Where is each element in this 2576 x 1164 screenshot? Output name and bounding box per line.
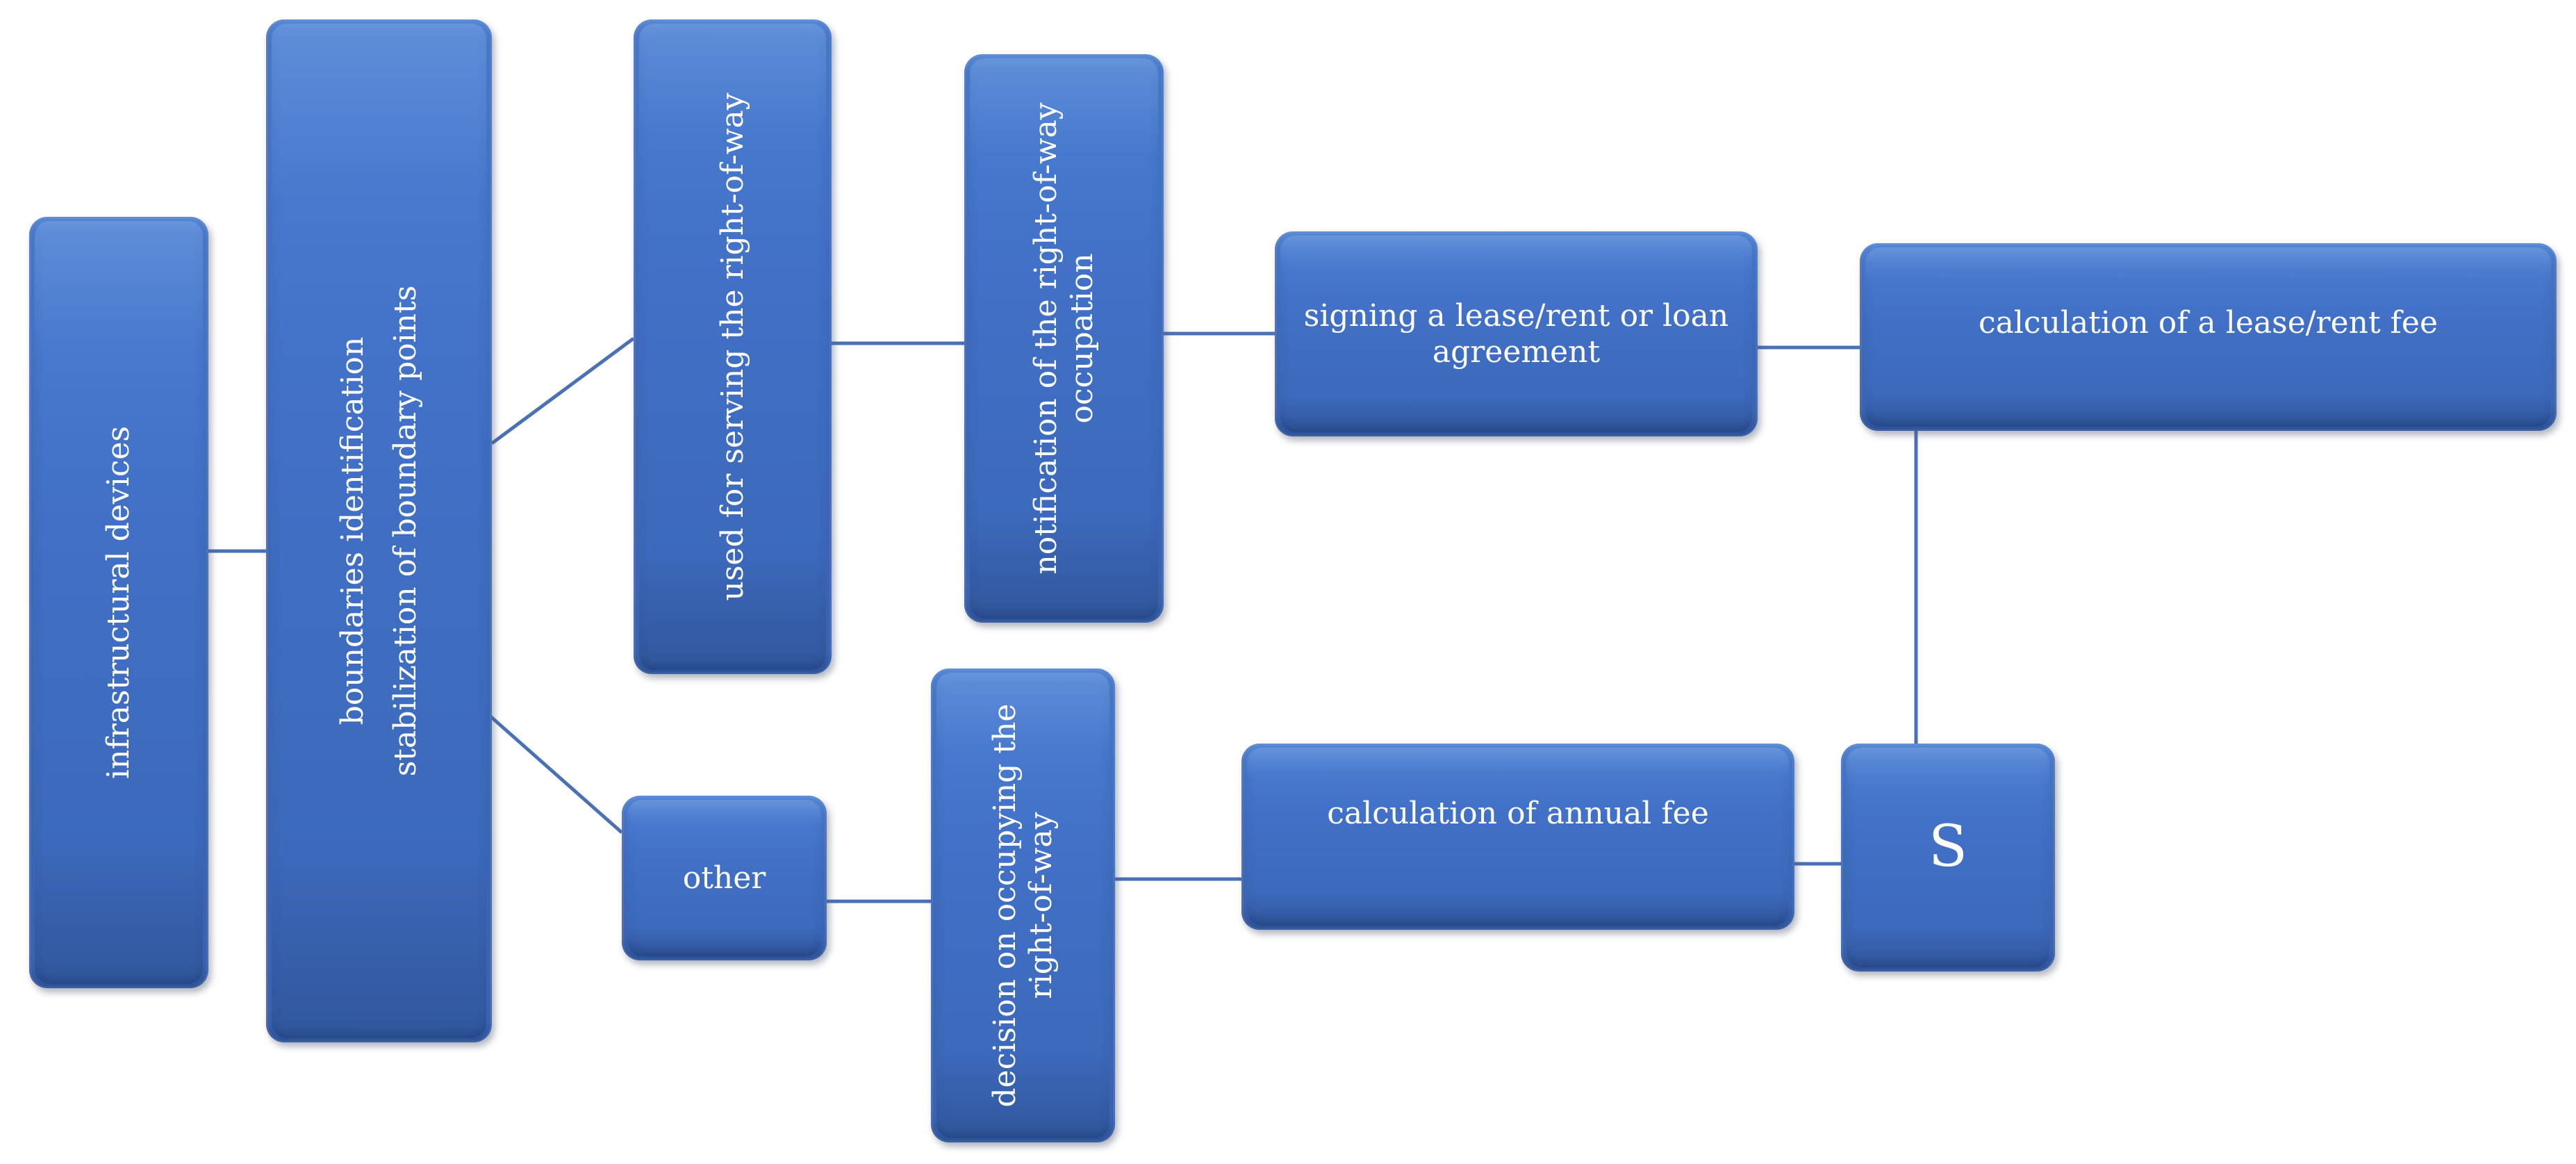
label-signing-line1: signing a lease/rent or loan	[1303, 297, 1729, 334]
label-boundaries-line1: boundaries identification	[334, 336, 370, 726]
label-boundaries-line2: stabilization of boundary points	[387, 285, 423, 777]
label-other: other	[682, 860, 766, 896]
label-infrastructural-devices: infrastructural devices	[101, 426, 137, 779]
box-notification: notification of the right-of-way occupat…	[964, 54, 1164, 623]
label-signing-line2: agreement	[1432, 334, 1601, 370]
box-decision: decision on occupying the right-of-way	[931, 669, 1115, 1142]
label-decision-line1: decision on occupying the	[986, 703, 1023, 1108]
box-signing-agreement: signing a lease/rent or loan agreement	[1275, 231, 1758, 436]
box-used-for-serving: used for serving the right-of-way	[634, 19, 832, 674]
box-infrastructural-devices: infrastructural devices	[29, 217, 208, 988]
label-decision-line2: right-of-way	[1023, 812, 1059, 999]
box-boundaries-identification: boundaries identification stabilization …	[266, 19, 492, 1042]
label-used-for-serving: used for serving the right-of-way	[714, 92, 750, 601]
box-calculation-lease-fee: calculation of a lease/rent fee	[1860, 243, 2557, 431]
connector-boundaries-to-other	[477, 704, 623, 834]
label-notification-line2: occupation	[1064, 253, 1100, 424]
box-calculation-annual-fee: calculation of annual fee	[1241, 744, 1794, 930]
box-s: S	[1841, 744, 2055, 972]
label-notification-line1: notification of the right-of-way	[1027, 102, 1064, 575]
label-s: S	[1928, 813, 1968, 880]
label-calculation-annual-fee: calculation of annual fee	[1327, 796, 1709, 832]
connector-boundaries-to-used	[490, 336, 635, 445]
label-calculation-lease-fee: calculation of a lease/rent fee	[1978, 305, 2438, 341]
box-other: other	[622, 796, 827, 960]
